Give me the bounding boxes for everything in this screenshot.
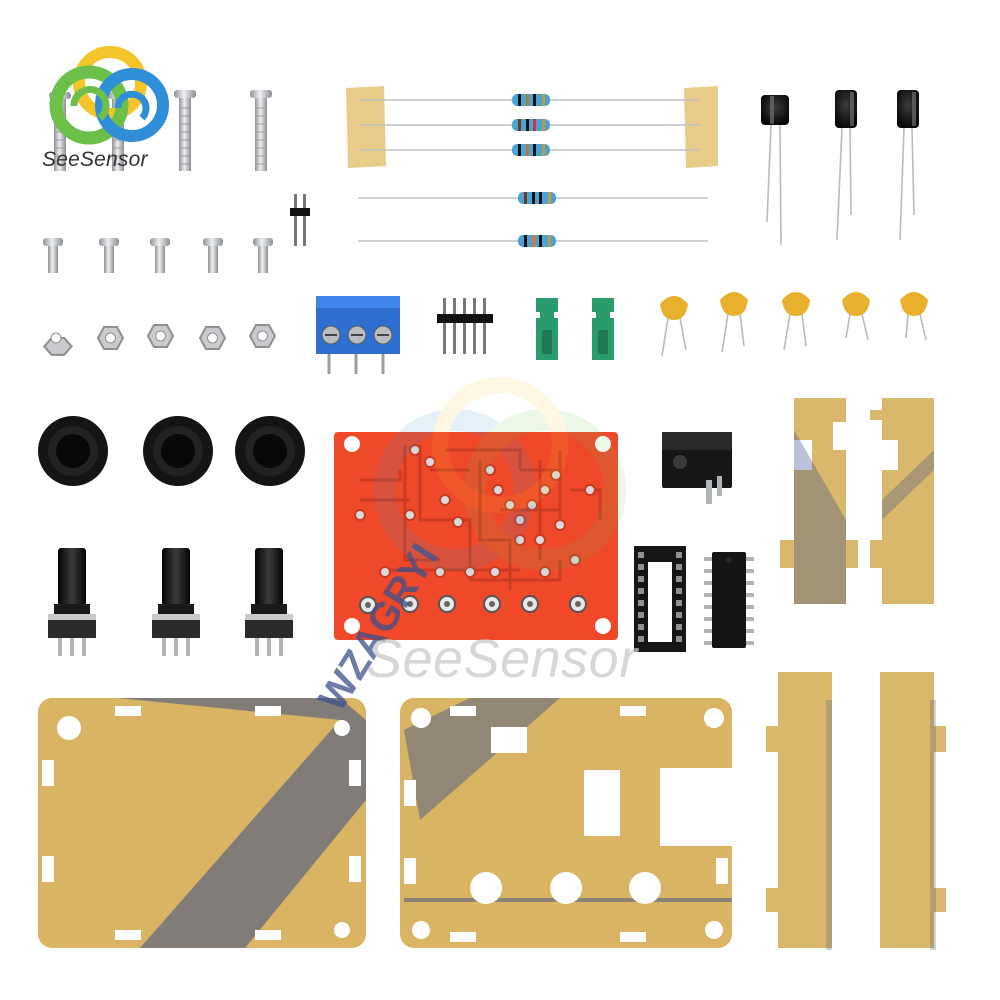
loose-resistors xyxy=(358,192,708,247)
ceramic-capacitor xyxy=(720,292,748,353)
electrolytic-capacitor xyxy=(761,95,789,246)
acrylic-side-panel xyxy=(870,398,934,604)
potentiometer xyxy=(48,548,96,656)
resistor-tape xyxy=(346,86,718,168)
acrylic-side-panel xyxy=(766,672,832,950)
knob-caps xyxy=(38,416,305,486)
dc-power-jack xyxy=(662,432,732,504)
acrylic-side-panel xyxy=(880,672,946,950)
hex-nut xyxy=(248,324,277,348)
long-screw xyxy=(250,90,272,171)
pin-header-5 xyxy=(437,298,493,354)
hex-nut xyxy=(42,332,73,356)
potentiometers xyxy=(48,548,293,656)
acrylic-side-panel xyxy=(780,398,858,604)
electrolytic-capacitor xyxy=(897,90,919,241)
resistor xyxy=(512,94,550,106)
acrylic-side-panels-upper xyxy=(780,398,934,604)
acrylic-panel-middle xyxy=(400,698,732,948)
hex-nut xyxy=(96,326,125,350)
resistor xyxy=(518,192,556,204)
ceramic-capacitors xyxy=(660,292,928,357)
watermark-text: SeeSensor xyxy=(366,629,638,689)
ceramic-capacitor xyxy=(782,292,810,351)
short-screw xyxy=(203,238,223,273)
ceramic-capacitor xyxy=(842,292,870,341)
acrylic-side-panels-lower xyxy=(766,672,946,950)
long-screw xyxy=(174,90,196,171)
ceramic-capacitor xyxy=(900,292,928,341)
ic-chip xyxy=(704,552,754,648)
jumper-caps xyxy=(536,298,614,360)
potentiometer xyxy=(152,548,200,656)
potentiometer xyxy=(245,548,293,656)
brand-logo-mark xyxy=(49,46,169,145)
short-screw xyxy=(150,238,170,273)
resistor xyxy=(512,119,550,131)
electrolytic-capacitors xyxy=(761,90,919,246)
resistor xyxy=(512,144,550,156)
acrylic-panel-left: WZAGRYI xyxy=(38,537,447,948)
short-screw xyxy=(99,238,119,273)
electrolytic-capacitor xyxy=(835,90,857,241)
hex-nuts xyxy=(42,324,277,356)
short-screws xyxy=(43,238,273,273)
pin-header-2 xyxy=(290,194,310,246)
watermark-logo-mark xyxy=(374,377,626,571)
short-screw xyxy=(253,238,273,273)
short-screw xyxy=(43,238,63,273)
jumper-cap xyxy=(592,298,614,360)
pcb-board xyxy=(334,432,618,640)
jumper-cap xyxy=(536,298,558,360)
knob-cap xyxy=(235,416,305,486)
brand-logo-text: SeeSensor xyxy=(42,148,148,171)
ceramic-capacitor xyxy=(660,296,688,357)
resistor xyxy=(518,235,556,247)
knob-cap xyxy=(38,416,108,486)
hex-nut xyxy=(146,324,175,348)
knob-cap xyxy=(143,416,213,486)
screw-terminal-block xyxy=(316,296,400,374)
hex-nut xyxy=(198,326,227,350)
ic-socket xyxy=(634,546,686,652)
